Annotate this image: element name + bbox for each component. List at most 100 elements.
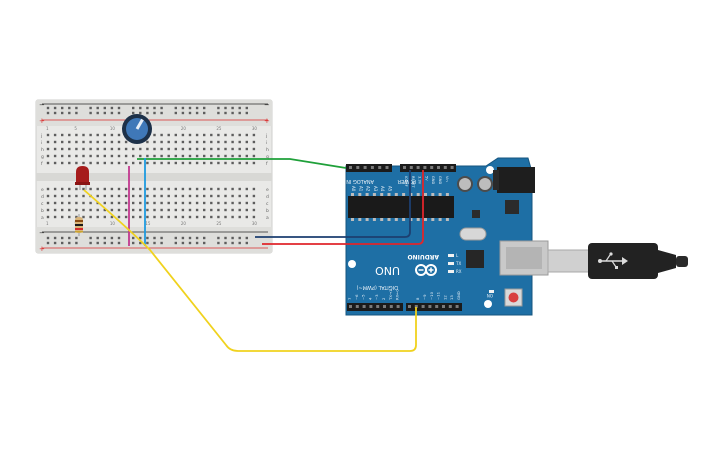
wires[interactable] (83, 158, 424, 352)
wire-yellow[interactable] (83, 189, 417, 352)
svg-text:−: − (39, 101, 45, 109)
svg-text:A3: A3 (373, 186, 378, 192)
led-rx (448, 270, 454, 273)
wire-red[interactable] (262, 170, 424, 245)
svg-text:RX←0: RX←0 (395, 289, 400, 300)
mounting-hole (348, 260, 356, 268)
mounting-hole (484, 300, 492, 308)
svg-text:d: d (41, 194, 44, 200)
svg-text:f: f (41, 161, 43, 167)
svg-text:A0: A0 (351, 186, 356, 192)
digital-header-right[interactable] (406, 303, 462, 311)
wire-navy[interactable] (255, 170, 411, 238)
svg-text:GND: GND (438, 176, 442, 184)
svg-text:25: 25 (216, 221, 222, 226)
svg-text:a: a (266, 216, 269, 221)
svg-text:30: 30 (252, 126, 258, 131)
led-l (448, 254, 454, 257)
svg-text:g: g (266, 155, 269, 160)
svg-text:20: 20 (181, 126, 187, 131)
svg-text:30: 30 (252, 221, 258, 226)
svg-text:Vin: Vin (445, 176, 449, 182)
svg-text:25: 25 (216, 126, 222, 131)
svg-text:~3: ~3 (374, 294, 379, 300)
svg-text:TX→1: TX→1 (388, 289, 393, 301)
svg-text:+: + (39, 245, 45, 253)
svg-text:8: 8 (415, 297, 420, 300)
svg-text:2: 2 (381, 297, 386, 300)
svg-text:20: 20 (181, 221, 187, 226)
power-header[interactable] (400, 164, 456, 172)
svg-text:h: h (266, 147, 269, 153)
red-led-icon[interactable] (75, 166, 90, 190)
svg-text:15: 15 (145, 221, 151, 226)
svg-text:h: h (41, 147, 44, 153)
svg-text:j: j (40, 133, 42, 139)
svg-text:+: + (39, 117, 45, 125)
svg-text:1: 1 (46, 126, 49, 131)
svg-text:5V: 5V (424, 176, 428, 181)
svg-text:12: 12 (442, 295, 447, 300)
svg-text:10: 10 (110, 221, 116, 226)
svg-text:b: b (266, 208, 269, 214)
svg-text:GND: GND (431, 176, 435, 184)
svg-text:~10: ~10 (429, 291, 434, 300)
svg-text:+: + (264, 117, 270, 125)
svg-text:A5: A5 (388, 186, 393, 192)
led-on (489, 290, 494, 293)
svg-text:i: i (41, 140, 42, 146)
svg-text:f: f (266, 161, 268, 167)
potentiometer-icon[interactable] (122, 114, 152, 144)
svg-text:GND: GND (456, 291, 461, 300)
led-tx (448, 262, 454, 265)
svg-text:~11: ~11 (436, 291, 441, 300)
breadboard[interactable]: − + − + − + jjiihhggffeeddccbbaa11551010… (35, 99, 273, 254)
svg-text:e: e (266, 188, 269, 193)
arduino-brand-text: ARDUINO (408, 253, 439, 260)
analog-header[interactable] (346, 164, 392, 172)
led-tx-label: TX (455, 261, 461, 266)
led-on-label: ON (487, 293, 493, 298)
voltage-regulator (505, 200, 519, 214)
usb-cable[interactable] (547, 243, 688, 279)
svg-text:10: 10 (110, 126, 116, 131)
svg-text:3.3V: 3.3V (418, 176, 422, 185)
svg-text:A4: A4 (380, 186, 385, 192)
led-l-label: L (456, 253, 459, 258)
power-header-label: POWER (397, 178, 416, 184)
svg-text:A1: A1 (358, 186, 363, 192)
usb-icon (598, 252, 628, 269)
svg-text:e: e (41, 188, 44, 193)
breadboard-holes (46, 106, 256, 245)
svg-text:RESET: RESET (411, 176, 415, 188)
svg-text:IOREF: IOREF (404, 176, 408, 187)
svg-text:b: b (41, 208, 44, 214)
atmega-chip (348, 196, 454, 218)
power-jack[interactable] (497, 167, 535, 193)
svg-text:4: 4 (367, 297, 372, 300)
digital-header-left[interactable] (347, 303, 403, 311)
digital-header-label: DIGITAL (PWM~) (356, 284, 398, 290)
svg-text:13: 13 (449, 295, 454, 300)
usb-chip (466, 250, 484, 268)
svg-text:7: 7 (347, 297, 352, 300)
svg-text:5: 5 (74, 126, 77, 131)
resistor-icon[interactable] (75, 214, 83, 236)
svg-text:c: c (266, 202, 269, 207)
mounting-hole (486, 166, 494, 174)
wire-green[interactable] (137, 158, 347, 169)
analog-header-label: ANALOG IN (346, 178, 374, 184)
svg-text:j: j (265, 133, 267, 139)
svg-text:1: 1 (46, 221, 49, 226)
svg-text:a: a (41, 216, 44, 221)
svg-text:~9: ~9 (422, 294, 427, 300)
svg-text:d: d (266, 194, 269, 200)
svg-text:~5: ~5 (361, 294, 366, 300)
uno-model-text: UNO (375, 264, 400, 277)
capacitor (457, 176, 473, 192)
